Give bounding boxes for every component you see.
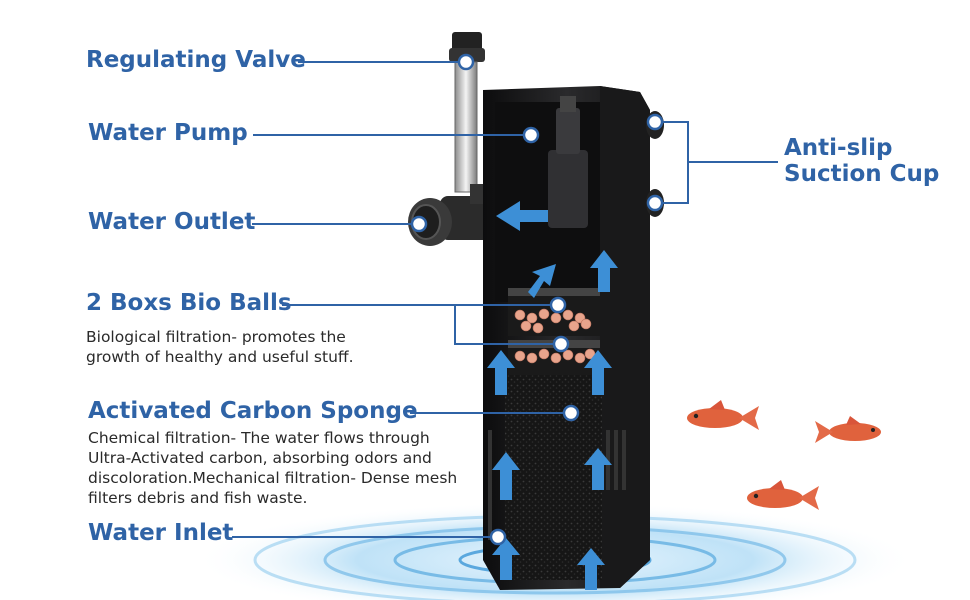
filter-body (483, 86, 664, 590)
label-water-inlet: Water Inlet (88, 520, 234, 546)
marker-water-outlet (410, 215, 428, 233)
label-water-outlet: Water Outlet (88, 209, 256, 235)
bio-balls (514, 308, 596, 364)
fish (687, 400, 881, 510)
desc-carbon-sponge: Chemical filtration- The water flows thr… (88, 429, 458, 507)
marker-bio-balls-top (549, 296, 567, 314)
marker-water-inlet (489, 528, 507, 546)
marker-regulating-valve (457, 53, 475, 71)
label-regulating-valve: Regulating Valve (86, 47, 306, 73)
marker-suction-cup-bottom (646, 194, 664, 212)
marker-water-pump (522, 126, 540, 144)
label-carbon-sponge: Activated Carbon Sponge (88, 398, 418, 424)
label-suction-cup: Anti-slip Suction Cup (784, 135, 940, 188)
marker-bio-balls-bottom (552, 335, 570, 353)
marker-suction-cup-top (646, 113, 664, 131)
label-water-pump: Water Pump (88, 120, 248, 146)
flow-arrows (487, 201, 618, 590)
desc-bio-balls: Biological filtration- promotes the grow… (86, 328, 354, 366)
leader-lines (232, 61, 778, 538)
callout-markers (410, 53, 664, 546)
marker-carbon-sponge (562, 404, 580, 422)
label-bio-balls: 2 Boxs Bio Balls (86, 290, 292, 316)
